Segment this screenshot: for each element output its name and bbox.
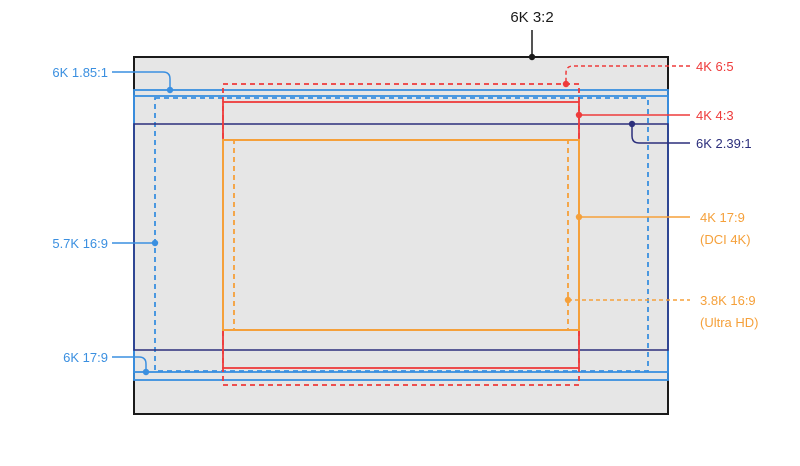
label-6k-3-2: 6K 3:2 xyxy=(510,9,553,26)
marker-4k-6-5 xyxy=(562,80,570,88)
marker-3-8k-16-9 xyxy=(564,296,572,304)
label-6k-1-85: 6K 1.85:1 xyxy=(52,65,108,80)
frame-3-8k-16-9 xyxy=(233,139,569,331)
label-5-7k-16-9: 5.7K 16:9 xyxy=(52,236,108,251)
label-4k-17-9-sub: (DCI 4K) xyxy=(700,232,751,247)
leader-6k-17-9 xyxy=(112,356,147,372)
marker-6k-1-85 xyxy=(166,86,174,94)
marker-6k-17-9 xyxy=(142,368,150,376)
marker-5-7k-16-9 xyxy=(151,239,159,247)
label-4k-17-9: 4K 17:9 xyxy=(700,210,745,225)
leader-6k-1-85 xyxy=(112,71,171,90)
frame-5-7k-16-9 xyxy=(154,97,649,372)
label-3-8k-16-9: 3.8K 16:9 xyxy=(700,293,756,308)
label-6k-2-39: 6K 2.39:1 xyxy=(696,136,752,151)
marker-6k-2-39 xyxy=(628,120,636,128)
sensor-6k-3-2-frame xyxy=(133,56,669,415)
label-4k-6-5: 4K 6:5 xyxy=(696,59,734,74)
label-4k-4-3: 4K 4:3 xyxy=(696,108,734,123)
leader-4k-6-5 xyxy=(565,65,690,84)
label-3-8k-16-9-sub: (Ultra HD) xyxy=(700,315,759,330)
marker-4k-4-3 xyxy=(575,111,583,119)
frame-6k-2-39 xyxy=(133,123,669,351)
marker-4k-17-9 xyxy=(575,213,583,221)
marker-6k-3-2 xyxy=(528,53,536,61)
leader-6k-2-39 xyxy=(631,124,690,144)
label-6k-17-9: 6K 17:9 xyxy=(63,350,108,365)
